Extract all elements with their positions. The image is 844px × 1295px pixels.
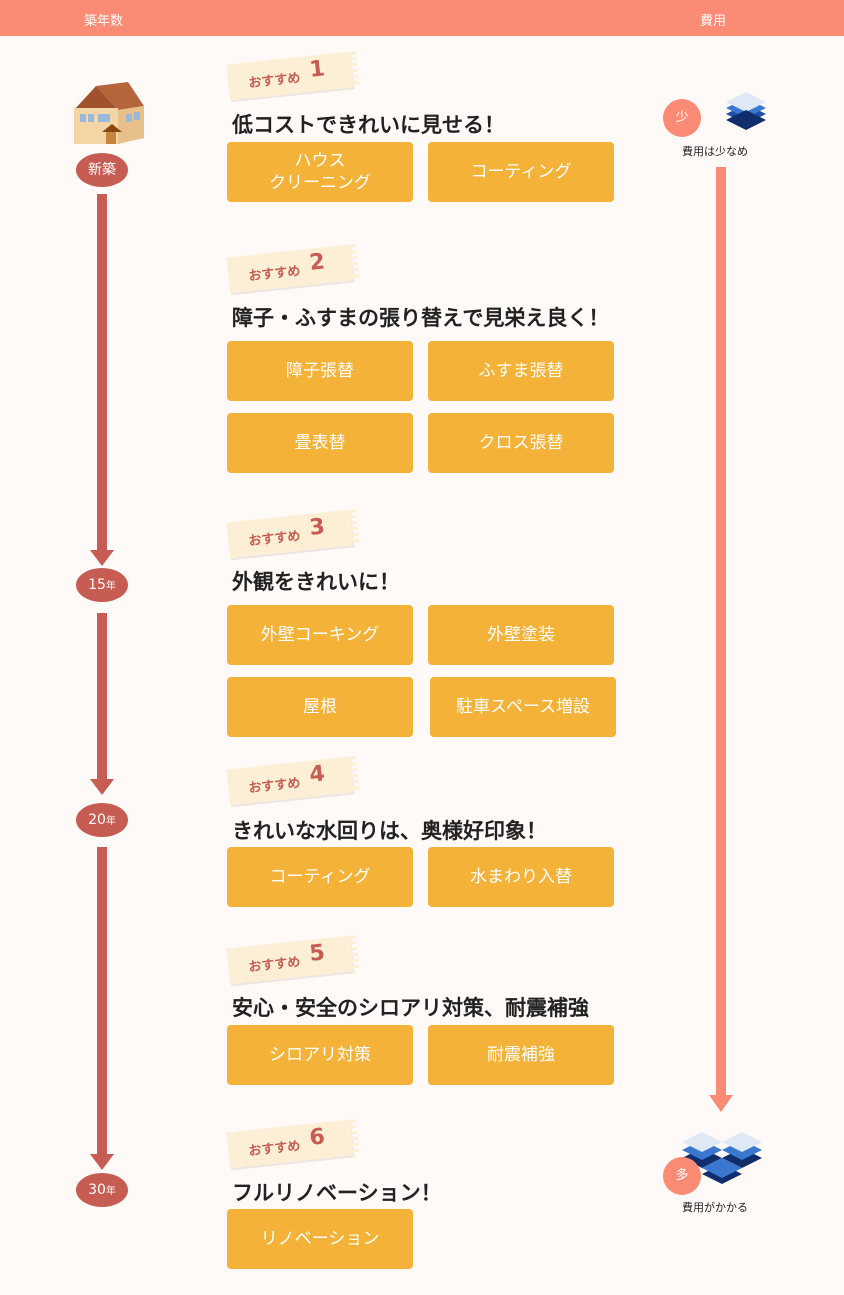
- service-button-house-cleaning[interactable]: ハウス クリーニング: [227, 142, 413, 202]
- money-stack-small-icon: [726, 92, 766, 130]
- section-heading-3: 外観をきれいに！: [232, 570, 400, 594]
- service-button-fusuma[interactable]: ふすま張替: [428, 341, 614, 401]
- service-button-coating[interactable]: コーティング: [428, 142, 614, 202]
- cost-low-text: 費用は少なめ: [682, 145, 748, 158]
- service-button-parking[interactable]: 駐車スペース増設: [430, 677, 616, 737]
- service-button-coating-2[interactable]: コーティング: [227, 847, 413, 907]
- cost-high-circle: 多: [663, 1157, 701, 1195]
- money-stack-large-icon: [682, 1132, 762, 1184]
- timeline-15: 15年: [76, 568, 128, 602]
- cost-high-text: 費用がかかる: [682, 1201, 748, 1214]
- service-button-wall-paint[interactable]: 外壁塗装: [428, 605, 614, 665]
- service-button-renovation[interactable]: リノベーション: [227, 1209, 413, 1269]
- section-heading-4: きれいな水回りは、奥様好印象！: [232, 819, 547, 843]
- section-heading-6: フルリノベーション！: [232, 1181, 442, 1205]
- cost-label: 費用: [700, 14, 727, 29]
- service-button-termite[interactable]: シロアリ対策: [227, 1025, 413, 1085]
- service-button-caulking[interactable]: 外壁コーキング: [227, 605, 413, 665]
- timeline-30: 30年: [76, 1173, 128, 1207]
- service-button-roof[interactable]: 屋根: [227, 677, 413, 737]
- service-button-tatami[interactable]: 畳表替: [227, 413, 413, 473]
- house-icon: [74, 82, 144, 144]
- service-button-cloth[interactable]: クロス張替: [428, 413, 614, 473]
- section-heading-1: 低コストできれいに見せる！: [232, 113, 505, 137]
- header-bar: 築年数 費用: [0, 0, 844, 36]
- age-label: 築年数: [84, 14, 124, 29]
- service-button-water[interactable]: 水まわり入替: [428, 847, 614, 907]
- timeline-20: 20年: [76, 803, 128, 837]
- cost-low-circle: 少: [663, 99, 701, 137]
- section-heading-2: 障子・ふすまの張り替えで見栄え良く！: [232, 306, 610, 330]
- timeline-new: 新築: [76, 153, 128, 187]
- section-heading-5: 安心・安全のシロアリ対策、耐震補強: [232, 996, 589, 1020]
- service-button-quake[interactable]: 耐震補強: [428, 1025, 614, 1085]
- service-button-shoji[interactable]: 障子張替: [227, 341, 413, 401]
